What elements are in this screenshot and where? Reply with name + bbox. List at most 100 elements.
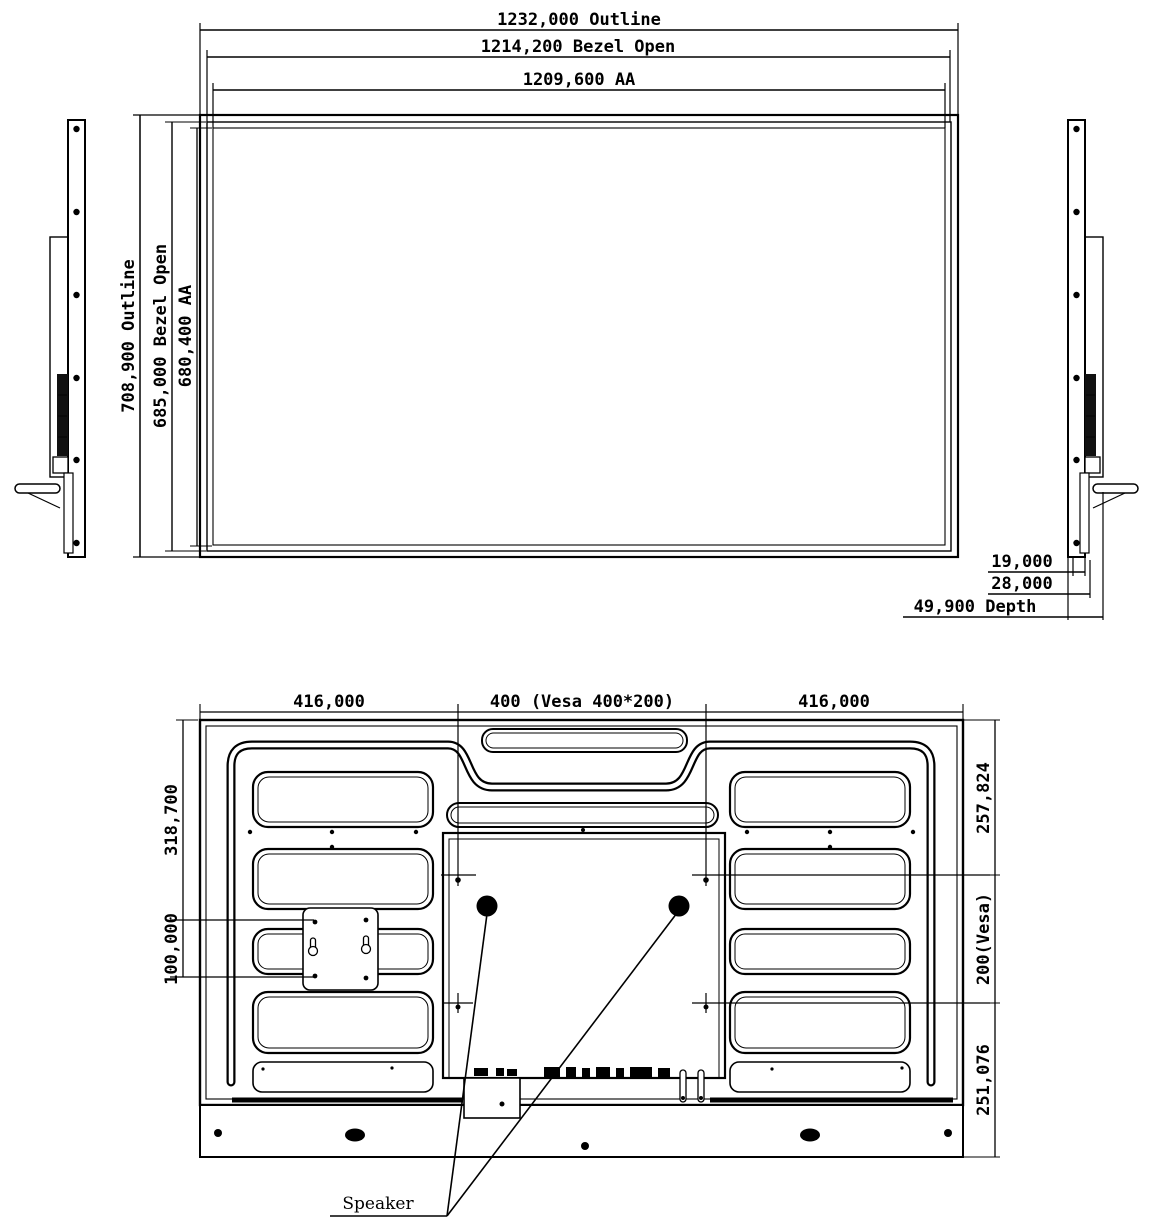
connector	[496, 1068, 504, 1076]
vent-slot-inner	[257, 996, 429, 1049]
screw-dot	[1073, 291, 1080, 299]
connector	[616, 1068, 624, 1077]
side-vent-block	[57, 374, 68, 456]
side-lower-column	[1079, 472, 1090, 554]
handle-support-line	[1092, 492, 1126, 509]
dim-label-257: 257,824	[974, 762, 994, 834]
depth-dimensions: 19,000 28,000 49,900 Depth	[903, 492, 1104, 620]
side-screw-dots	[73, 125, 80, 547]
dim-label-rear-right-span: 416,000	[798, 692, 870, 712]
connector-pin	[697, 1069, 705, 1103]
vent-slot-inner	[734, 776, 906, 823]
vesa-hole	[455, 1004, 461, 1010]
side-step-bracket	[1084, 456, 1101, 474]
rear-screw-dots	[247, 828, 916, 850]
side-vent-block	[1085, 374, 1096, 456]
screw-dot	[214, 1129, 222, 1137]
connector	[582, 1068, 590, 1077]
connector	[630, 1067, 652, 1077]
foot-oval	[345, 1128, 365, 1142]
rear-right-dimensions: 257,824 200(Vesa) 251,076	[960, 719, 1000, 1158]
side-screw-dots	[1073, 125, 1080, 547]
rear-top-dimensions: 416,000 400 (Vesa 400*200) 416,000	[199, 692, 964, 886]
handle-support-line	[27, 492, 61, 509]
dim-label-vesa-span: 400 (Vesa 400*200)	[490, 692, 674, 712]
screw-dot	[499, 1101, 505, 1107]
side-handle	[1092, 483, 1139, 494]
rear-left-vents	[251, 770, 435, 1093]
bracket-hole	[363, 975, 369, 981]
left-side-view	[14, 119, 86, 558]
dim-label-100: 100,000	[162, 913, 182, 985]
connector	[544, 1067, 560, 1077]
vent-slot-thin	[252, 1061, 434, 1093]
rear-inner-border	[205, 725, 958, 1100]
side-panel-profile	[67, 119, 86, 558]
speaker-callout: Speaker	[330, 912, 678, 1217]
vesa-hole-marks	[441, 874, 990, 1013]
dim-label-rear-left-span: 416,000	[293, 692, 365, 712]
front-active-area-rect	[212, 127, 946, 546]
bracket-hole	[312, 919, 318, 925]
bracket-plate	[302, 907, 379, 991]
screw-dot	[1073, 539, 1080, 547]
screw-dot	[413, 829, 419, 835]
connector-pin	[679, 1069, 687, 1103]
screw-dot	[247, 829, 253, 835]
rear-right-vents	[728, 770, 912, 1093]
connector-row	[474, 1067, 705, 1103]
handle-slot-outer	[481, 728, 688, 753]
side-handle	[14, 483, 61, 494]
dim-label-outline-width: 1232,000 Outline	[497, 10, 661, 30]
dim-label-bezel-width: 1214,200 Bezel Open	[481, 37, 675, 57]
vent-slot-inner	[734, 996, 906, 1049]
ac-inlet-box	[463, 1077, 521, 1119]
dim-label-depth-19: 19,000	[991, 552, 1052, 572]
front-top-dimensions: 1232,000 Outline 1214,200 Bezel Open 120…	[199, 10, 959, 128]
speaker-left	[476, 895, 498, 917]
side-panel-profile	[1067, 119, 1086, 558]
vent-slot-inner	[257, 776, 429, 823]
vent-slot-inner	[257, 853, 429, 905]
screw-dot	[744, 829, 750, 835]
dim-label-aa-height: 680,400 AA	[176, 285, 196, 387]
speaker-leader-right	[446, 912, 678, 1217]
screw-dot	[1073, 125, 1080, 133]
speaker-leader-left	[446, 913, 488, 1217]
screw-dot	[73, 456, 80, 464]
screw-dot	[944, 1129, 952, 1137]
recess-rect	[441, 831, 727, 1080]
rear-view	[198, 718, 965, 1158]
screw-dot	[329, 844, 335, 850]
screw-dot	[910, 829, 916, 835]
screw-dot	[900, 1066, 904, 1070]
vent-slot	[251, 770, 435, 829]
rear-band-slot	[446, 802, 719, 828]
dim-label-bezel-height: 685,000 Bezel Open	[151, 244, 171, 428]
side-step-bracket	[52, 456, 69, 474]
vent-slot	[251, 990, 435, 1055]
dim-label-aa-width: 1209,600 AA	[523, 70, 636, 90]
screw-dot	[1073, 456, 1080, 464]
dim-label-318: 318,700	[162, 784, 182, 856]
vent-slot	[728, 927, 912, 976]
connector	[474, 1068, 488, 1076]
vent-slot	[728, 847, 912, 911]
bracket-hole	[312, 973, 318, 979]
strip-fasteners	[214, 1128, 952, 1150]
keyhole-circle	[307, 945, 319, 957]
screw-dot	[73, 291, 80, 299]
connector	[566, 1067, 576, 1077]
screw-dot	[1073, 208, 1080, 216]
vesa-hole	[455, 877, 461, 883]
vent-slot	[728, 990, 912, 1055]
screw-dot	[581, 1142, 589, 1150]
band-slot-inner	[450, 806, 715, 824]
screw-dot	[73, 374, 80, 382]
right-side-view	[1067, 119, 1139, 558]
band-slot-outer	[446, 802, 719, 828]
keyhole-circle	[360, 943, 372, 955]
wall-mount-bracket	[302, 907, 379, 991]
front-view	[198, 113, 960, 559]
